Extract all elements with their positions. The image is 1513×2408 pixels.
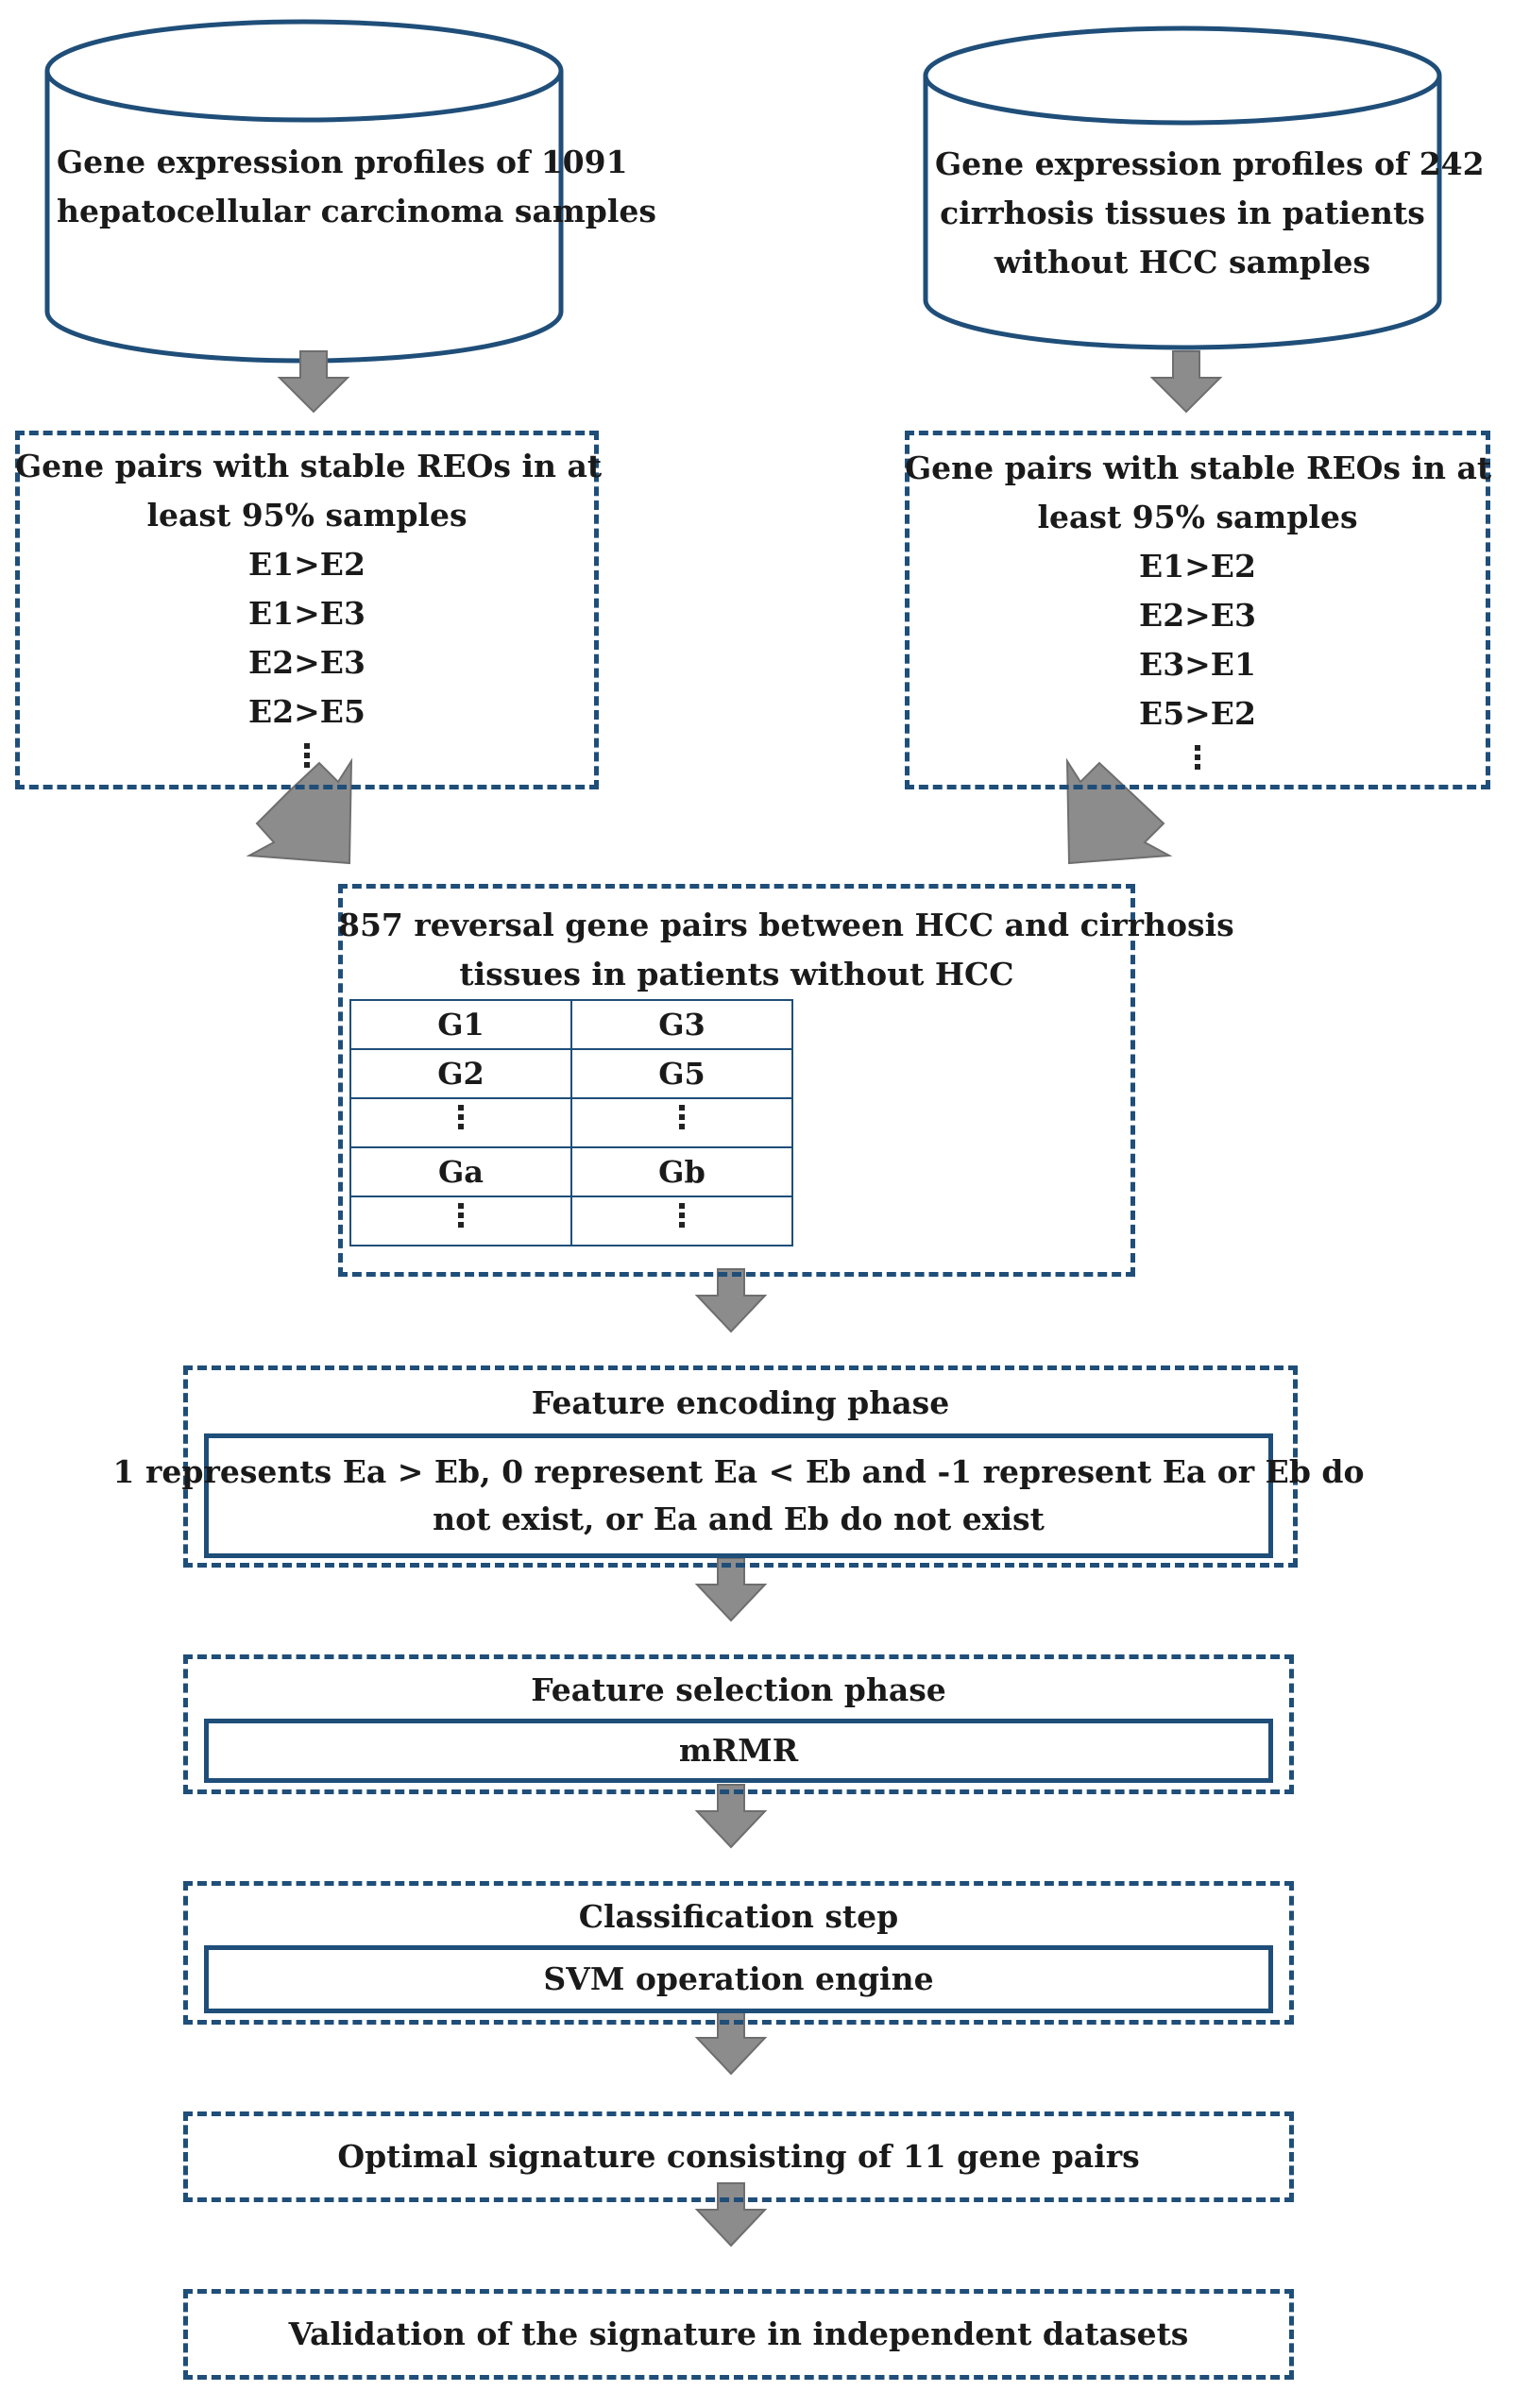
right-pair-3: E3>E1 [1139, 646, 1256, 683]
table-cell-ellipsis [349, 1097, 572, 1148]
left-pair-4: E2>E5 [248, 693, 366, 730]
feature-encoding-box [183, 1365, 1298, 1568]
left-pair-2: E1>E3 [248, 595, 366, 632]
right-stable-pairs-content: Gene pairs with stable REOs in at least … [905, 444, 1492, 788]
table-cell: G5 [570, 1048, 793, 1099]
table-cell: G3 [570, 999, 793, 1050]
left-source-line-2: hepatocellular carcinoma samples [57, 193, 656, 229]
arrow-optimal-to-validation [694, 2182, 768, 2247]
classification-box [183, 1881, 1294, 2025]
table-cell-ellipsis [349, 1196, 572, 1246]
left-source-label: Gene expression profiles of 1091 hepatoc… [57, 138, 656, 236]
validation-box [183, 2289, 1294, 2380]
feature-selection-title: Feature selection phase [531, 1671, 946, 1708]
right-stable-pairs-box [905, 431, 1490, 789]
table-cell: G2 [349, 1048, 572, 1099]
reversal-pairs-box [338, 884, 1135, 1277]
left-source-line-1: Gene expression profiles of 1091 [57, 144, 628, 180]
validation-label: Validation of the signature in independe… [288, 2315, 1189, 2352]
feature-selection-box [183, 1654, 1294, 1794]
right-stable-title-line-2: least 95% samples [1037, 499, 1358, 535]
feature-encoding-title: Feature encoding phase [531, 1384, 950, 1421]
table-ellipsis [458, 1203, 464, 1231]
table-cell-ellipsis [570, 1196, 793, 1246]
arrow-reversal-to-encoding [694, 1268, 768, 1333]
table-cell: Gb [570, 1146, 793, 1197]
right-source-line-1: Gene expression profiles of 242 [935, 145, 1485, 182]
table-cell-ellipsis [570, 1097, 793, 1148]
arrow-encoding-to-selection [694, 1557, 768, 1622]
optimal-signature-box [183, 2111, 1294, 2202]
arrow-right-source-down [1149, 350, 1223, 414]
right-pair-4: E5>E2 [1139, 695, 1256, 732]
table-row: Ga Gb [349, 1146, 793, 1197]
arrow-classification-to-optimal [694, 2010, 768, 2076]
feature-selection-method-box: mRMR [204, 1719, 1273, 1783]
left-pair-1: E1>E2 [248, 546, 366, 583]
feature-encoding-detail-line-1: 1 represents Ea > Eb, 0 represent Ea < E… [112, 1453, 1365, 1490]
table-ellipsis [679, 1203, 685, 1231]
table-row [349, 1097, 793, 1148]
table-row: G2 G5 [349, 1048, 793, 1099]
arrow-selection-to-classification [694, 1784, 768, 1849]
left-stable-pairs-box [15, 431, 599, 789]
reversal-pairs-table: G1 G3 G2 G5 Ga Gb [349, 999, 793, 1246]
right-stable-title-line-1: Gene pairs with stable REOs in at [905, 449, 1492, 486]
right-pair-2: E2>E3 [1139, 597, 1256, 634]
reversal-pairs-title: 857 reversal gene pairs between HCC and … [338, 901, 1234, 999]
table-cell: Ga [349, 1146, 572, 1197]
left-stable-title-line-2: least 95% samples [146, 497, 468, 534]
right-source-label: Gene expression profiles of 242 cirrhosi… [935, 140, 1485, 287]
arrow-left-source-down [277, 350, 350, 414]
right-source-line-3: without HCC samples [994, 244, 1371, 280]
left-stable-pairs-content: Gene pairs with stable REOs in at least … [15, 442, 603, 786]
optimal-signature-label: Optimal signature consisting of 11 gene … [337, 2138, 1140, 2175]
classification-engine: SVM operation engine [543, 1960, 934, 1997]
table-row [349, 1196, 793, 1246]
left-source-cylinder [44, 19, 564, 364]
left-pair-3: E2>E3 [248, 644, 366, 681]
right-pair-1: E1>E2 [1139, 548, 1256, 585]
left-stable-title-line-1: Gene pairs with stable REOs in at [15, 448, 603, 484]
left-pairs-ellipsis [304, 743, 310, 772]
reversal-title-line-2: tissues in patients without HCC [459, 956, 1014, 992]
table-cell: G1 [349, 999, 572, 1050]
feature-encoding-detail-box: 1 represents Ea > Eb, 0 represent Ea < E… [113, 1433, 1364, 1558]
table-ellipsis [679, 1105, 685, 1133]
classification-engine-box: SVM operation engine [204, 1945, 1273, 2013]
right-source-line-2: cirrhosis tissues in patients [940, 195, 1425, 231]
reversal-title-line-1: 857 reversal gene pairs between HCC and … [338, 907, 1234, 943]
feature-encoding-detail-line-2: not exist, or Ea and Eb do not exist [433, 1501, 1045, 1537]
classification-title: Classification step [578, 1898, 899, 1935]
table-ellipsis [458, 1105, 464, 1133]
feature-selection-method: mRMR [678, 1732, 799, 1769]
right-pairs-ellipsis [1195, 745, 1200, 773]
right-source-cylinder [923, 25, 1442, 350]
feature-encoding-detail: 1 represents Ea > Eb, 0 represent Ea < E… [113, 1449, 1365, 1543]
table-row: G1 G3 [349, 999, 793, 1050]
